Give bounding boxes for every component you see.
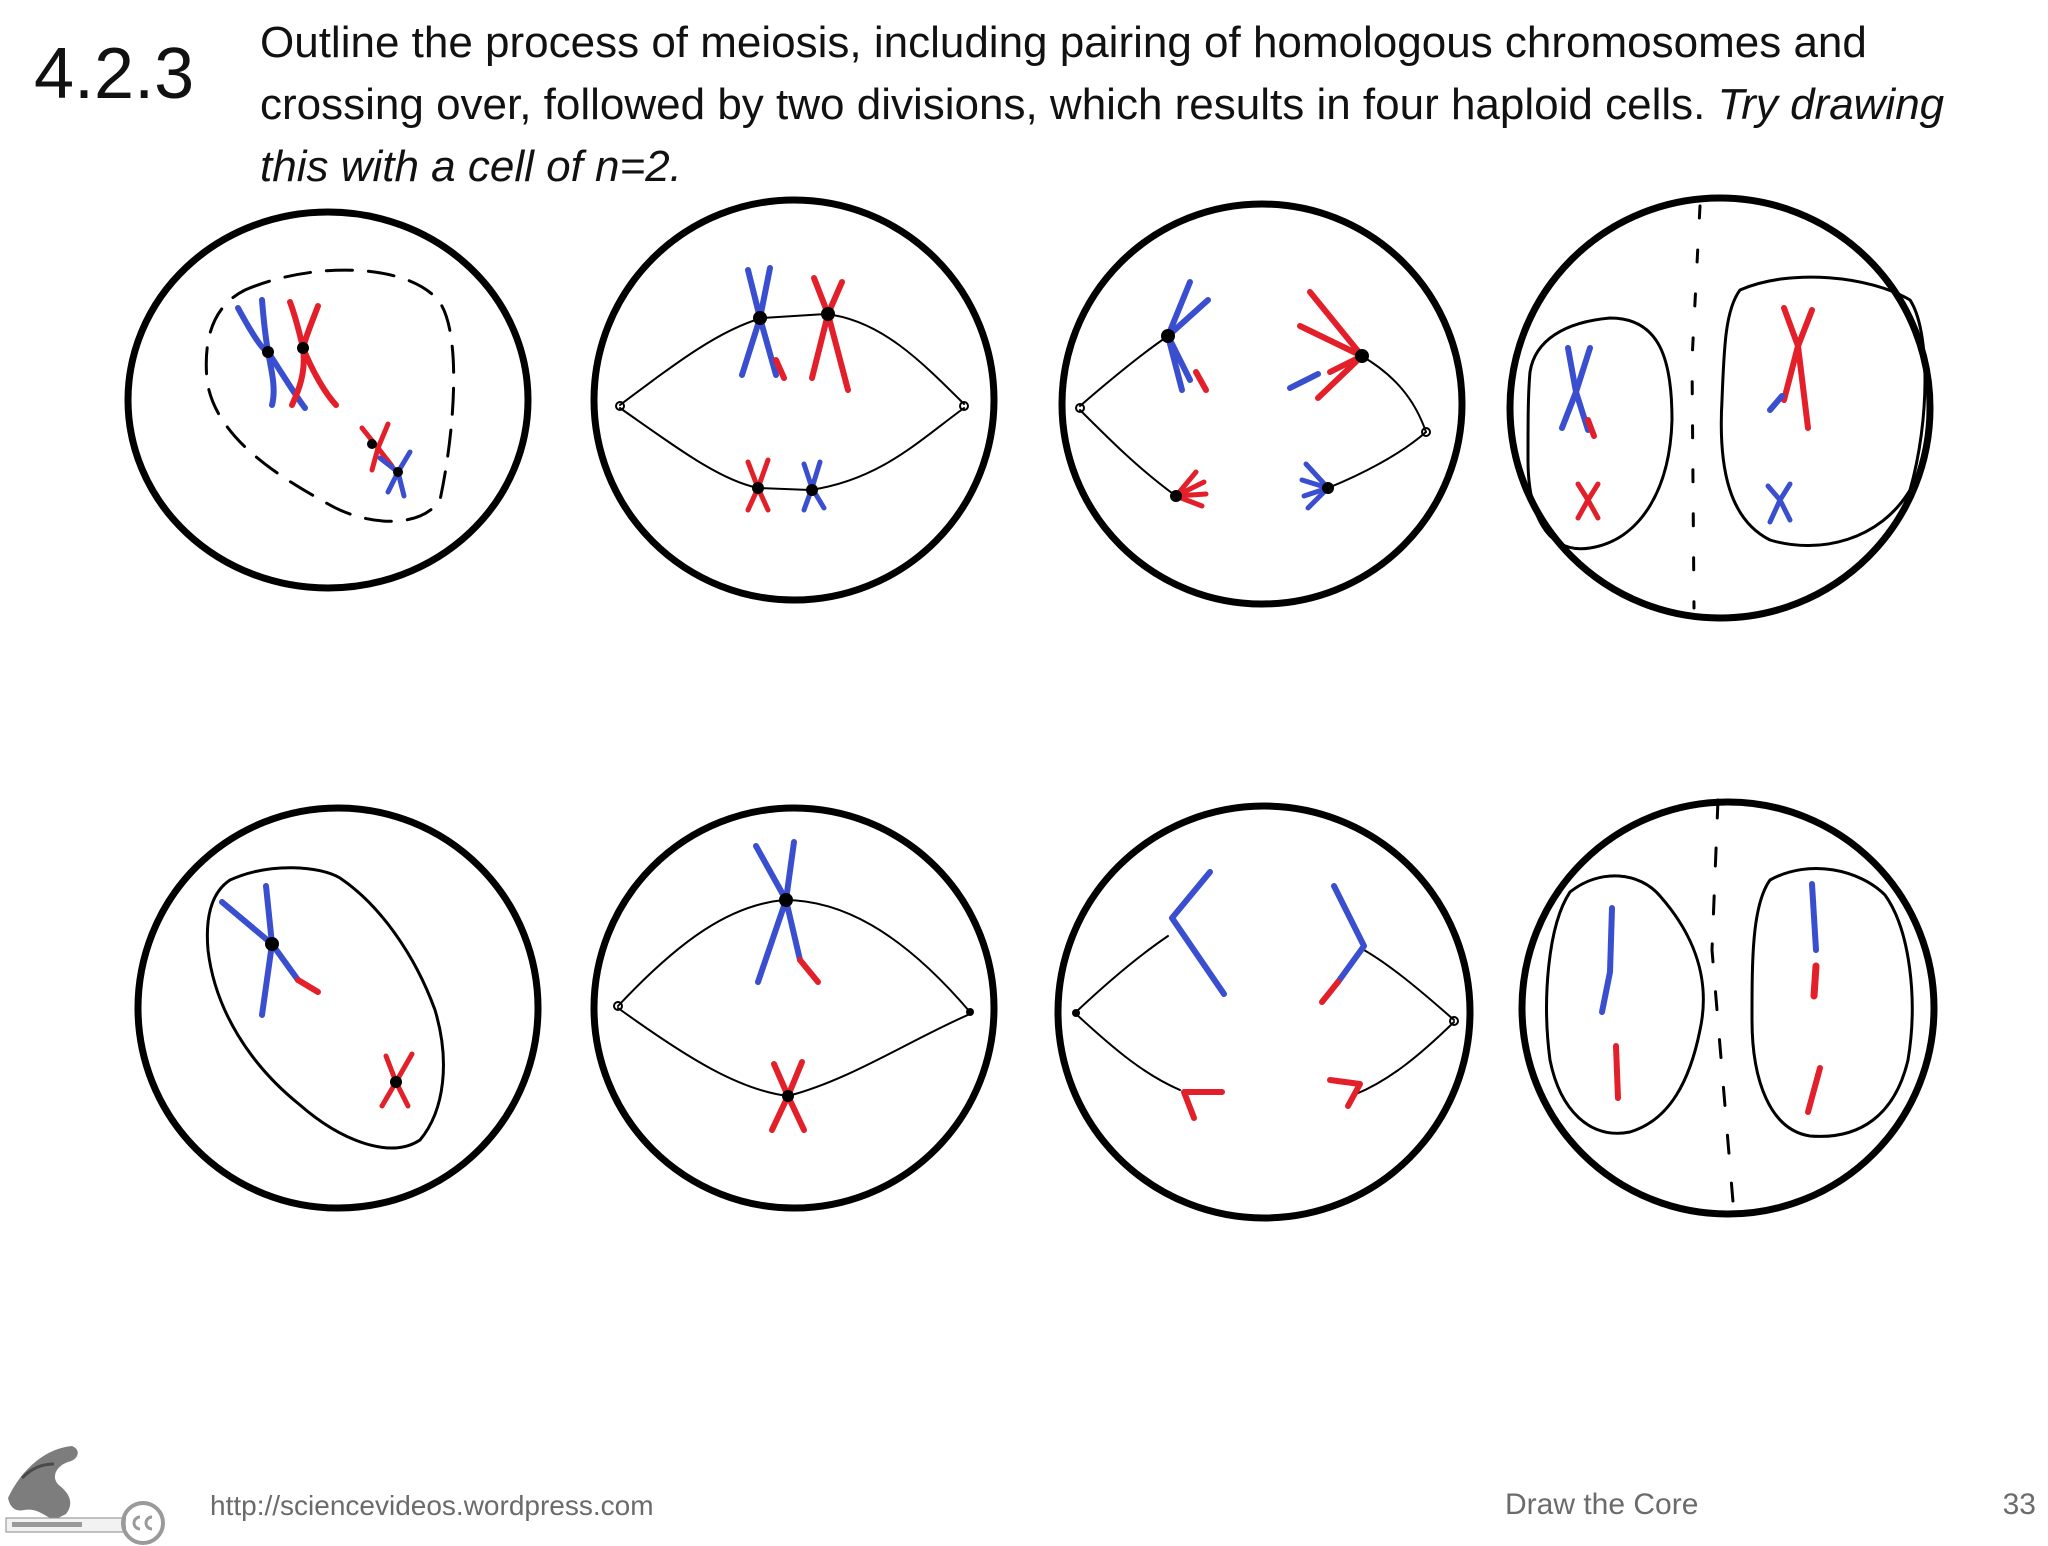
nuclear-envelope: [1545, 874, 1705, 1135]
cell-telophase-1: [1506, 194, 1934, 622]
centriole: [615, 401, 625, 411]
cleavage-furrow: [1710, 798, 1736, 1216]
chromatid-blue: [1331, 883, 1367, 985]
cell-membrane: [1054, 802, 1474, 1222]
chromatid-red: [1613, 1043, 1621, 1101]
spindle-fibre: [1359, 354, 1427, 433]
chromosome-blue: [1165, 279, 1211, 393]
centromere: [752, 482, 764, 494]
chromosome-red: [1781, 305, 1815, 431]
chromosome-blue: [1559, 345, 1593, 433]
cleavage-furrow: [1690, 204, 1702, 610]
crossover-segment: [1585, 417, 1597, 439]
centromere: [1322, 482, 1334, 494]
spindle-fibre: [1079, 409, 1177, 497]
section-number: 4.2.3: [34, 34, 195, 114]
spindle-fibre: [617, 899, 971, 1013]
crossover-segment: [797, 957, 821, 985]
cell-membrane: [590, 196, 998, 604]
heading-hint: Try drawing this with a cell of n=2.: [260, 80, 1945, 191]
centromere: [390, 1076, 402, 1088]
cell-membrane: [590, 804, 998, 1212]
crossover-segment: [1287, 371, 1321, 391]
centromere: [265, 937, 279, 951]
nuclear-envelope: [1719, 275, 1927, 547]
centriole: [1449, 1016, 1459, 1026]
crossover-segment: [295, 977, 321, 995]
page-number: 33: [2002, 1488, 2036, 1521]
cell-anaphase-1: [1058, 200, 1466, 608]
nuclear-envelope: [1526, 316, 1674, 551]
cell-membrane: [134, 804, 542, 1212]
chromosome-red-small: [359, 421, 395, 473]
cell-membrane: [1506, 194, 1934, 622]
cell-telophase-2: [1518, 798, 1938, 1218]
centromere: [1170, 490, 1182, 502]
centromere: [821, 307, 835, 321]
cell-metaphase-1: [590, 196, 998, 604]
centriole: [1075, 403, 1085, 413]
centromere: [779, 893, 793, 907]
cell-membrane: [1058, 200, 1466, 608]
spindle-fibre: [1355, 1021, 1455, 1095]
cell-membrane: [124, 208, 532, 592]
chromosome-red: [809, 275, 851, 393]
spindle-fibre: [619, 407, 965, 491]
footer-url-link[interactable]: http://sciencevideos.wordpress.com: [210, 1490, 654, 1521]
spindle-fibre: [1363, 949, 1455, 1021]
crossover-segment: [1767, 393, 1785, 413]
centriole: [959, 401, 969, 411]
spindle-fibre: [619, 313, 965, 406]
chromatid-blue: [1809, 881, 1819, 953]
crossover-segment: [1810, 962, 1820, 1000]
centriole: [613, 1001, 623, 1011]
centromere: [297, 342, 309, 354]
centriole: [966, 1008, 974, 1016]
centromere: [1355, 349, 1369, 363]
heading-text: Outline the process of meiosis, includin…: [260, 18, 1867, 129]
nuclear-envelope: [1750, 867, 1914, 1138]
centromere: [393, 467, 403, 477]
chromosome-blue-small: [1765, 481, 1793, 525]
cell-prophase-1: [124, 208, 532, 592]
spindle-fibre: [1075, 935, 1169, 1013]
lizard-logo-icon: [5, 1446, 126, 1533]
cell-prophase-2: [134, 804, 542, 1212]
chromosome-red: [287, 299, 339, 408]
centromere: [367, 439, 377, 449]
centriole: [1072, 1009, 1080, 1017]
nuclear-envelope: [204, 268, 456, 523]
cell-metaphase-2: [590, 804, 998, 1212]
chromosome-red: [1297, 289, 1365, 401]
centromere: [806, 484, 818, 496]
creative-commons-icon: [121, 1501, 165, 1545]
spindle-fibre: [1327, 431, 1427, 489]
centromere: [1161, 329, 1175, 343]
crossover-segment: [773, 357, 787, 381]
centromere: [753, 311, 767, 325]
footer-title: Draw the Core: [1505, 1488, 1699, 1521]
chromatid-red: [1181, 1089, 1225, 1121]
centriole: [1421, 427, 1431, 437]
chromosome-red-small: [1173, 469, 1209, 509]
chromatid-blue: [1599, 905, 1615, 1015]
spindle-fibre: [1079, 335, 1169, 407]
nuclear-envelope: [205, 866, 445, 1150]
chromosome-blue: [753, 839, 803, 985]
chromatid-red: [1327, 1077, 1363, 1109]
chromatid-blue: [1169, 869, 1227, 997]
centromere: [262, 346, 274, 358]
crossover-segment: [1319, 979, 1341, 1005]
slide-heading: Outline the process of meiosis, includin…: [260, 12, 2020, 198]
chromosome-red-small: [1575, 481, 1601, 521]
crossover-segment: [1193, 369, 1209, 393]
spindle-fibre: [1075, 1013, 1181, 1091]
chromosome-blue: [219, 883, 301, 1018]
centromere: [782, 1090, 794, 1102]
cell-anaphase-2: [1054, 802, 1474, 1222]
chromatid-red: [1805, 1065, 1823, 1115]
cell-membrane: [1518, 798, 1938, 1218]
